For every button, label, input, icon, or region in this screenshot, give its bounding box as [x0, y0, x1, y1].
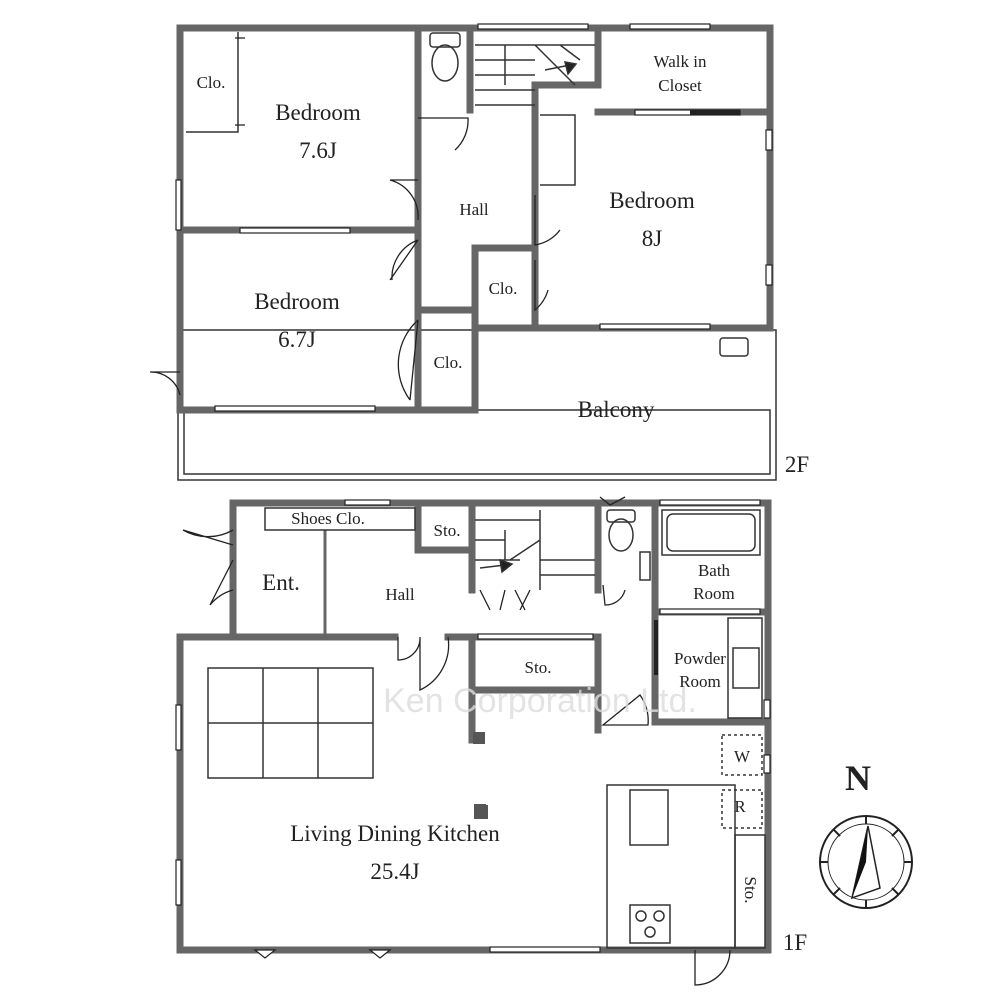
doors-2f	[149, 37, 561, 401]
toilet-icon	[429, 32, 461, 82]
bedroom-3-label: Bedroom	[254, 289, 340, 314]
shoes-closet-label: Shoes Clo.	[291, 509, 365, 528]
powder-room-label-1: Powder	[674, 649, 726, 668]
bathtub-icon	[661, 509, 761, 556]
bath-label-1: Bath	[698, 561, 731, 580]
balcony-inner-rail	[183, 409, 771, 475]
doors-1f	[182, 496, 731, 986]
stairs-1f	[475, 510, 595, 590]
closet-low-label: Clo.	[434, 353, 463, 372]
washer-space	[721, 734, 763, 776]
walk-in-closet-label-2: Closet	[658, 76, 702, 95]
watermark: Ken Corporation Ltd.	[383, 682, 697, 720]
vanity	[727, 617, 763, 719]
storage-mid-label: Sto.	[525, 658, 552, 677]
bedroom-2-size: 8J	[642, 226, 663, 251]
sink-icon	[732, 647, 760, 689]
toilet-icon	[606, 509, 651, 581]
kitchen-counter	[606, 784, 766, 949]
storage-kitchen-label: Sto.	[741, 877, 760, 904]
storage-small-label: Sto.	[434, 521, 461, 540]
stove-icon	[629, 904, 671, 944]
bedroom-1-size: 7.6J	[299, 138, 337, 163]
washer-label: W	[734, 747, 751, 766]
closet-nw-label: Clo.	[197, 73, 226, 92]
mask	[178, 332, 478, 412]
closet-nw-partition	[186, 32, 239, 133]
floor-2f-label: 2F	[785, 452, 809, 477]
floor-1f-label: 1F	[783, 930, 807, 955]
fridge-space	[721, 789, 763, 829]
closet-mid-label: Clo.	[489, 279, 518, 298]
column	[473, 732, 485, 744]
bedroom-3-size: 6.7J	[278, 327, 316, 352]
windows-1f	[175, 499, 771, 959]
compass-icon: N	[819, 758, 913, 909]
floor-2: Clo. Bedroom 7.6J Walk in Closet Hall Be…	[149, 23, 809, 481]
tatami-area	[207, 667, 374, 779]
floor-1: Ken Corporation Ltd. Shoes Clo. Sto. Ent…	[175, 496, 807, 986]
hall-1f-label: Hall	[385, 585, 415, 604]
windows-2f	[175, 23, 773, 412]
ac-unit-icon	[719, 337, 749, 357]
fridge-label: R	[734, 797, 746, 816]
ldk-label: Living Dining Kitchen	[290, 821, 500, 846]
kitchen-sink-icon	[629, 789, 669, 846]
balcony-label: Balcony	[578, 397, 655, 422]
walk-in-closet-label-1: Walk in	[654, 52, 707, 71]
north-label: N	[845, 758, 871, 798]
column-marker	[474, 805, 488, 819]
bath-label-2: Room	[693, 584, 735, 603]
bedroom-1-label: Bedroom	[275, 100, 361, 125]
ldk-size: 25.4J	[370, 859, 419, 884]
powder-room-label-2: Room	[679, 672, 721, 691]
entrance-label: Ent.	[262, 570, 300, 595]
bedroom-2-label: Bedroom	[609, 188, 695, 213]
shoes-closet	[264, 507, 416, 531]
stairs-2f	[475, 44, 595, 186]
hall-2f-label: Hall	[459, 200, 489, 219]
